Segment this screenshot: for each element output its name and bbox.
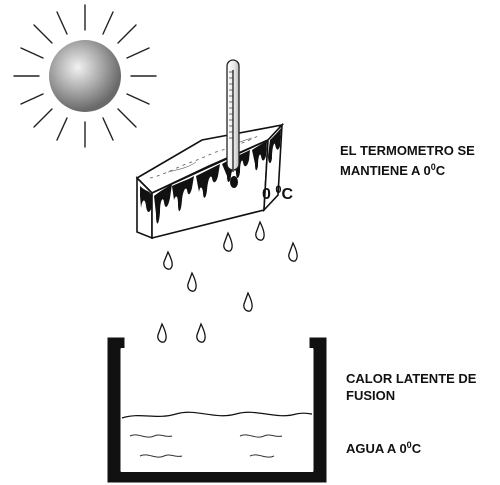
sun-icon — [13, 4, 157, 148]
thermometer-caption-line2: MANTIENE A 00C — [340, 159, 475, 179]
thermometer-caption-text: MANTIENE A 0 — [340, 163, 431, 178]
degree-mark: 0 — [406, 440, 412, 450]
latent-heat-caption: CALOR LATENTE DE FUSION — [346, 370, 476, 404]
latent-heat-line1: CALOR LATENTE DE — [346, 371, 477, 386]
water-drop — [196, 322, 206, 343]
water-drop — [157, 322, 167, 343]
water-drop — [243, 291, 253, 312]
water-drop — [163, 250, 173, 270]
ice-temp-value: 0 — [262, 186, 276, 203]
degree-mark: 0 — [275, 184, 282, 196]
thermometer-caption-line1: EL TERMOMETRO SE — [340, 143, 475, 158]
latent-heat-line2: FUSION — [346, 388, 396, 403]
sun-disc — [49, 40, 121, 112]
water-drop — [187, 271, 197, 292]
degree-mark: 0 — [430, 162, 436, 172]
thermometer-icon — [226, 59, 240, 188]
thermometer-bulb — [230, 176, 238, 188]
unit-c: C — [281, 186, 294, 203]
water-drop — [223, 231, 233, 252]
water-drop — [255, 220, 265, 241]
ice-temperature-label: 0 0C — [262, 184, 293, 204]
thermometer-caption: EL TERMOMETRO SE MANTIENE A 00C — [340, 142, 475, 179]
container-icon — [107, 337, 327, 483]
water-drop — [288, 241, 298, 262]
water-ripples — [129, 434, 283, 458]
unit-c: C — [435, 163, 446, 178]
water-caption: AGUA A 00C — [346, 437, 421, 457]
sun-rays — [13, 4, 157, 148]
water-surface — [121, 411, 313, 419]
unit-c: C — [411, 441, 422, 456]
water-caption-text: AGUA A 0 — [346, 441, 407, 456]
